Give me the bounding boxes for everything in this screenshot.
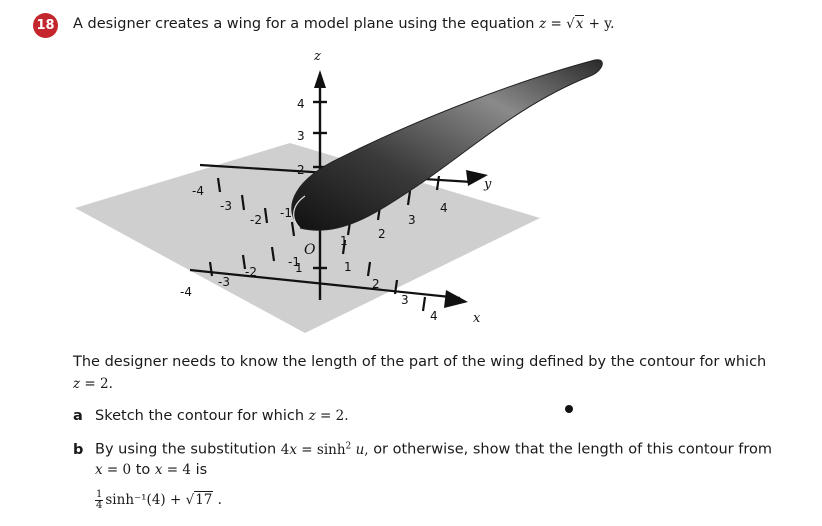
x-tick-1: 1: [344, 260, 352, 274]
y-axis-label: y: [483, 177, 492, 192]
part-b-substitution: 4x = sinh2 u,: [280, 441, 369, 458]
question-intro: A designer creates a wing for a model pl…: [73, 15, 615, 32]
part-a-math: z = 2.: [308, 408, 349, 424]
z-tick-1: 1: [295, 261, 303, 275]
x-tick-neg2: -2: [245, 265, 257, 279]
x-axis-label: x: [473, 311, 481, 326]
z-tick-3: 3: [297, 129, 305, 143]
x-tick-3: 3: [401, 293, 409, 307]
wing-edge-highlight: [293, 195, 306, 229]
y-tick-neg3: -3: [220, 199, 232, 213]
z-tick-2: 2: [297, 163, 305, 177]
bullet-dot: [565, 405, 573, 413]
y-tick-neg2: -2: [250, 213, 262, 227]
part-b-line2: x = 0 to x = 4 is: [95, 462, 208, 478]
y-tick-4: 4: [440, 201, 448, 215]
y-tick-3: 3: [408, 213, 416, 227]
y-tick-neg1: -1: [280, 206, 292, 220]
z-tick-4: 4: [297, 97, 305, 111]
xy-plane: [75, 143, 540, 333]
paragraph-contour-line2: z = 2.: [73, 376, 113, 392]
x-tick-2: 2: [372, 277, 380, 291]
z-axis-label: z: [313, 49, 321, 64]
x-tick-4: 4: [430, 309, 438, 323]
x-tick-neg4: -4: [180, 285, 192, 299]
y-tick-1: 1: [340, 234, 348, 248]
x-tick-neg1: -1: [288, 255, 300, 269]
x-axis: [189, 239, 468, 312]
y-tick-2: 2: [378, 227, 386, 241]
wing-surface: [291, 59, 603, 231]
origin-label: O: [304, 242, 316, 258]
question-number-badge: 18: [33, 13, 58, 38]
paragraph-contour-line1: The designer needs to know the length of…: [73, 354, 767, 370]
y-tick-neg4: -4: [192, 184, 204, 198]
wing-equation: z = √x + y.: [539, 15, 615, 32]
x-tick-neg3: -3: [218, 275, 230, 289]
